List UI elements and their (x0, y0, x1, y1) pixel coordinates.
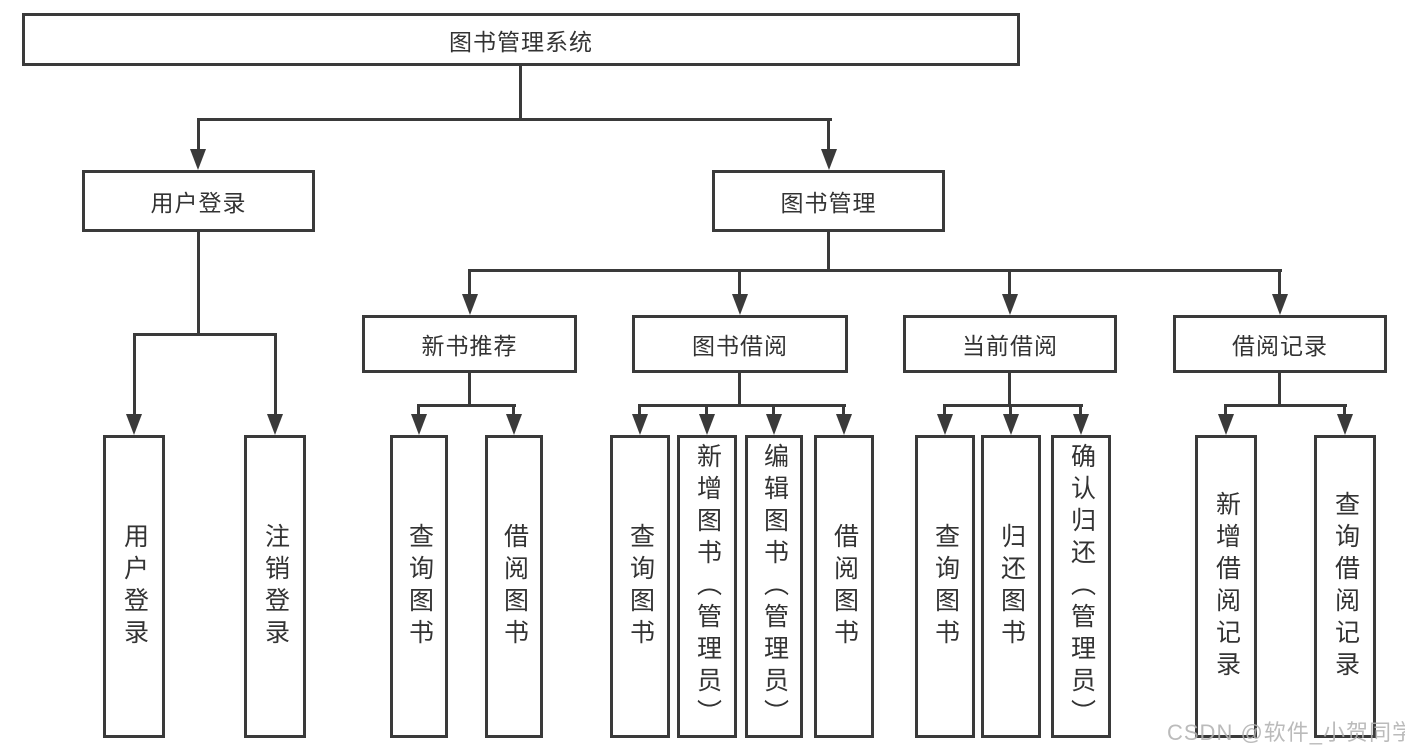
connector-new-books-rail (417, 404, 516, 407)
node-borrow-records-label: 借阅记录 (1232, 333, 1328, 359)
connector-to-br-add (1224, 404, 1227, 417)
connector-to-cb-query (943, 404, 946, 417)
arrowhead-new-books (462, 294, 478, 315)
connector-book-borrow-rail (638, 404, 846, 407)
connector-to-br-query (1343, 404, 1346, 417)
arrowhead-bb-borrow (836, 414, 852, 435)
connector-user-login-stem (197, 232, 200, 335)
node-user-login: 用户登录 (82, 170, 315, 232)
connector-to-leaf-user-login (133, 333, 136, 417)
leaf-cb-query-books-label: 查询图书 (931, 522, 960, 651)
connector-borrow-records-rail (1224, 404, 1347, 407)
arrowhead-nb-query (411, 414, 427, 435)
node-user-login-label: 用户登录 (150, 190, 247, 216)
arrowhead-nb-borrow (506, 414, 522, 435)
leaf-bb-borrow-books-label: 借阅图书 (830, 522, 859, 651)
leaf-bb-add-books: 新增图书（管理员） (677, 435, 737, 738)
leaf-cb-return-books-label: 归还图书 (997, 522, 1026, 651)
arrowhead-leaf-logout (267, 414, 283, 435)
node-book-borrow-label: 图书借阅 (692, 333, 788, 359)
arrowhead-current-borrow (1002, 294, 1018, 315)
watermark-text: CSDN @软件_小贺同学 (1167, 720, 1405, 745)
leaf-user-login: 用户登录 (103, 435, 165, 738)
connector-root-stem (519, 64, 522, 120)
connector-to-cb-return (1009, 404, 1012, 417)
connector-to-bb-borrow (842, 404, 845, 417)
arrowhead-bb-query (632, 414, 648, 435)
leaf-bb-add-books-label: 新增图书（管理员） (693, 442, 722, 731)
connector-to-nb-query (417, 404, 420, 417)
connector-root-to-book-mgmt (827, 118, 830, 154)
leaf-cb-confirm-return-label: 确认归还（管理员） (1067, 442, 1096, 731)
leaf-nb-borrow-books-label: 借阅图书 (500, 522, 529, 651)
arrowhead-cb-query (937, 414, 953, 435)
leaf-br-query-record-label: 查询借阅记录 (1331, 490, 1360, 683)
connector-root-to-user-login (197, 118, 200, 154)
arrowhead-leaf-user-login (126, 414, 142, 435)
connector-book-mgmt-rail (468, 269, 1282, 272)
connector-to-bb-add (705, 404, 708, 417)
node-new-books-label: 新书推荐 (421, 333, 518, 359)
node-book-borrow: 图书借阅 (632, 315, 848, 373)
arrowhead-cb-confirm (1073, 414, 1089, 435)
connector-to-bb-query (638, 404, 641, 417)
leaf-cb-query-books: 查询图书 (915, 435, 975, 738)
arrowhead-borrow-records (1272, 294, 1288, 315)
node-borrow-records: 借阅记录 (1173, 315, 1387, 373)
node-book-mgmt-label: 图书管理 (780, 190, 877, 216)
connector-to-new-books (468, 269, 471, 297)
leaf-user-login-label: 用户登录 (120, 522, 149, 651)
leaf-br-add-record: 新增借阅记录 (1195, 435, 1257, 738)
arrowhead-br-query (1337, 414, 1353, 435)
leaf-bb-edit-books-label: 编辑图书（管理员） (760, 442, 789, 731)
connector-to-leaf-logout (274, 333, 277, 417)
arrowhead-book-borrow (732, 294, 748, 315)
leaf-br-add-record-label: 新增借阅记录 (1212, 490, 1241, 683)
arrowhead-bb-add (699, 414, 715, 435)
leaf-nb-query-books: 查询图书 (390, 435, 448, 738)
arrowhead-cb-return (1003, 414, 1019, 435)
leaf-cb-return-books: 归还图书 (981, 435, 1041, 738)
leaf-logout: 注销登录 (244, 435, 306, 738)
leaf-nb-borrow-books: 借阅图书 (485, 435, 543, 738)
connector-to-nb-borrow (512, 404, 515, 417)
arrowhead-br-add (1218, 414, 1234, 435)
connector-to-book-borrow (738, 269, 741, 297)
leaf-br-query-record: 查询借阅记录 (1314, 435, 1376, 738)
connector-root-rail (197, 118, 832, 121)
connector-current-borrow-stem (1008, 373, 1011, 406)
arrowhead-user-login (190, 149, 206, 170)
connector-new-books-stem (468, 373, 471, 406)
node-current-borrow-label: 当前借阅 (962, 333, 1058, 359)
arrowhead-bb-edit (766, 414, 782, 435)
leaf-bb-borrow-books: 借阅图书 (814, 435, 874, 738)
connector-to-cb-confirm (1079, 404, 1082, 417)
node-root-label: 图书管理系统 (449, 28, 593, 55)
node-root: 图书管理系统 (22, 13, 1020, 66)
leaf-cb-confirm-return: 确认归还（管理员） (1051, 435, 1111, 738)
connector-current-borrow-rail (943, 404, 1083, 407)
connector-to-bb-edit (772, 404, 775, 417)
connector-book-mgmt-stem (827, 232, 830, 272)
connector-book-borrow-stem (738, 373, 741, 406)
leaf-bb-edit-books: 编辑图书（管理员） (745, 435, 803, 738)
leaf-nb-query-books-label: 查询图书 (405, 522, 434, 651)
leaf-logout-label: 注销登录 (261, 522, 290, 651)
leaf-bb-query-books: 查询图书 (610, 435, 670, 738)
connector-user-login-rail (133, 333, 277, 336)
leaf-bb-query-books-label: 查询图书 (626, 522, 655, 651)
connector-borrow-records-stem (1278, 373, 1281, 406)
connector-to-borrow-records (1278, 269, 1281, 297)
node-book-mgmt: 图书管理 (712, 170, 945, 232)
node-current-borrow: 当前借阅 (903, 315, 1117, 373)
arrowhead-book-mgmt (821, 149, 837, 170)
node-new-books: 新书推荐 (362, 315, 577, 373)
connector-to-current-borrow (1008, 269, 1011, 297)
